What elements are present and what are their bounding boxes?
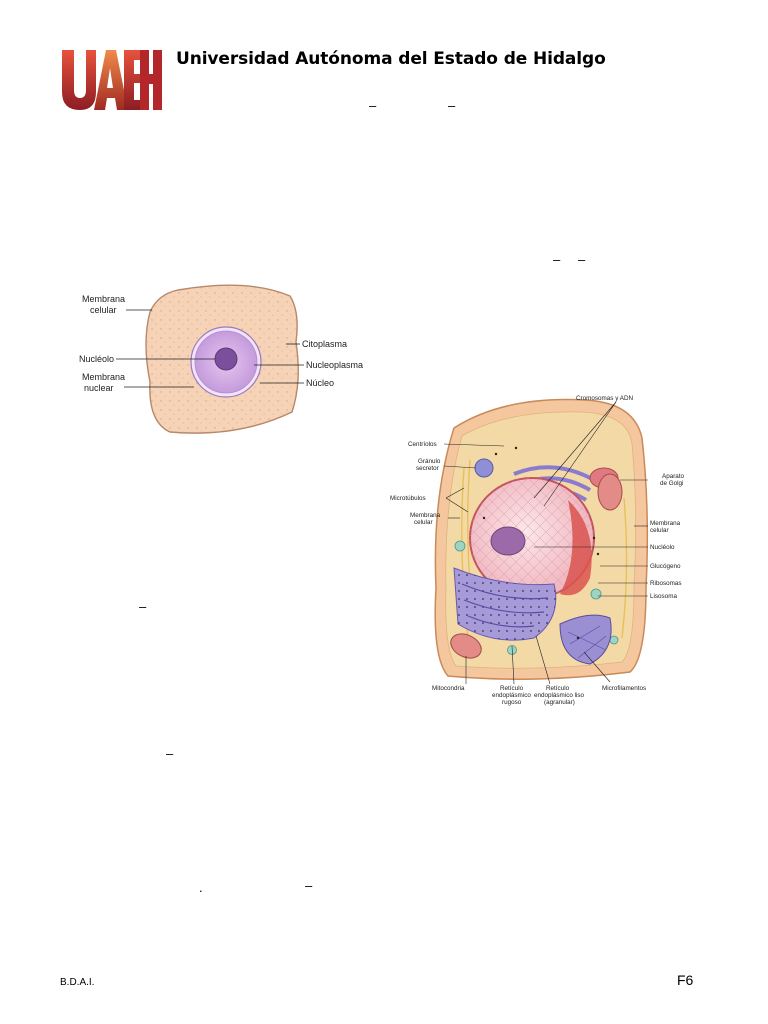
animal-cell-figure: Cromosomas y ADN Centríolos Gránulo secr… [390, 395, 685, 706]
label-rer: Retículo [500, 685, 524, 692]
label-membrana: Membrana [410, 512, 441, 519]
label-nucleolo: Nucléolo [79, 354, 114, 364]
dash-mark: – [553, 252, 561, 267]
label-citoplasma: Citoplasma [302, 339, 347, 349]
label-membrana-celular: Membrana [82, 294, 125, 304]
label-ribosomas: Ribosomas [650, 580, 682, 587]
label-rer-2: endoplásmico [492, 692, 531, 699]
label-lisosoma: Lisosoma [650, 593, 677, 600]
footer-initials: B.D.A.I. [60, 977, 95, 988]
label-rel-3: (agranular) [544, 699, 575, 706]
label-membrana-right-2: celular [650, 527, 669, 534]
label-nucleoplasma: Nucleoplasma [306, 360, 363, 370]
dash-mark: – [369, 98, 377, 113]
label-membrana-2: celular [414, 519, 433, 526]
mitochondria [450, 473, 623, 659]
label-rer-3: rugoso [502, 699, 522, 706]
dot-mark: . [199, 880, 203, 895]
nucleolus [214, 347, 238, 371]
label-glucogeno: Glucógeno [650, 563, 681, 570]
label-aparato-2: de Golgi [660, 480, 683, 487]
footer-page-code: F6 [677, 972, 694, 988]
nucleolus [490, 526, 526, 556]
label-mitocondria: Mitocondria [432, 685, 465, 692]
rough-er [453, 567, 557, 641]
dash-mark: – [166, 746, 174, 761]
label-cromosomas: Cromosomas y ADN [576, 395, 633, 402]
label-granulo: Gránulo [418, 458, 441, 465]
label-centriolos: Centríolos [408, 441, 437, 448]
dash-mark: – [578, 252, 586, 267]
dash-mark: – [139, 599, 147, 614]
label-membrana-nuclear: Membrana [82, 372, 125, 382]
secretory-granule [474, 458, 494, 478]
label-nucleo: Núcleo [306, 378, 334, 388]
uaeh-logo [62, 50, 162, 110]
simple-cell-figure: Membrana celular Nucléolo Membrana nucle… [79, 284, 363, 434]
label-microtubulos: Microtúbulos [390, 495, 426, 502]
label-membrana-nuclear-2: nuclear [84, 383, 114, 393]
label-rel-2: endoplásmico liso [534, 692, 585, 699]
label-membrana-right: Membrana [650, 520, 681, 527]
label-aparato: Aparato [662, 473, 685, 480]
label-rel: Retículo [546, 685, 570, 692]
label-membrana-celular-2: celular [90, 305, 117, 315]
label-microfilamentos: Microfilamentos [602, 685, 646, 692]
label-nucleolo: Nucléolo [650, 544, 675, 551]
label-granulo-2: secretor [416, 465, 439, 472]
university-title: Universidad Autónoma del Estado de Hidal… [176, 49, 606, 69]
dash-mark: – [305, 878, 313, 893]
dash-mark: – [448, 98, 456, 113]
